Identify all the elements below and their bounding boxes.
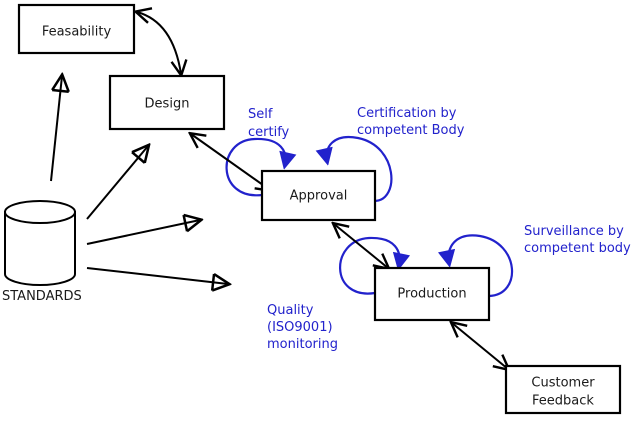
edge-feasability-design — [137, 12, 181, 74]
node-standards[interactable]: STANDARDS — [2, 200, 82, 304]
annotation-surveillance-line2: competent body — [524, 241, 631, 256]
annotation-self-certify-line1: Self — [248, 107, 273, 122]
loop-approval-certification — [326, 135, 393, 203]
edge-path — [334, 224, 388, 268]
node-box[interactable] — [108, 74, 226, 131]
edge-path — [137, 12, 181, 74]
edge-path — [86, 146, 148, 220]
annotation-quality-line2: (ISO9001) — [267, 320, 333, 335]
loop-path — [448, 234, 513, 298]
node-customer-feedback[interactable]: Customer Feedback — [504, 364, 622, 415]
node-production[interactable]: Production — [373, 266, 491, 322]
edge-path — [86, 220, 200, 245]
loop-path — [326, 135, 393, 203]
edge-path — [50, 76, 62, 182]
node-label-approval: Approval — [290, 189, 348, 204]
edge-standards-design — [86, 146, 148, 220]
node-feasability[interactable]: Feasability — [17, 3, 136, 55]
node-box[interactable] — [260, 169, 377, 222]
node-label-standards: STANDARDS — [2, 289, 82, 304]
edge-path — [86, 267, 228, 284]
cylinder-top[interactable] — [4, 200, 76, 224]
node-design[interactable]: Design — [108, 74, 226, 131]
node-label-design: Design — [145, 97, 190, 112]
annotation-certification-line1: Certification by — [357, 106, 457, 121]
annotation-self-certify: Self certify — [248, 107, 290, 140]
node-label-production: Production — [397, 287, 466, 302]
edge-standards-feasability — [50, 76, 62, 182]
edge-standards-production — [86, 267, 228, 284]
node-label-customer-feedback-line1: Customer — [531, 376, 595, 391]
annotation-self-certify-line2: certify — [248, 125, 290, 140]
edge-design-approval — [191, 134, 270, 190]
annotation-certification-line2: competent Body — [357, 123, 465, 138]
edge-approval-production — [334, 224, 388, 268]
node-label-customer-feedback-line2: Feedback — [532, 394, 594, 409]
annotation-certification-competent-body: Certification by competent Body — [357, 106, 465, 138]
node-box[interactable] — [373, 266, 491, 322]
edge-standards-approval — [86, 220, 200, 245]
loop-production-surveillance — [448, 234, 513, 298]
node-approval[interactable]: Approval — [260, 169, 377, 222]
edge-path — [191, 134, 270, 190]
annotation-quality-line1: Quality — [267, 303, 314, 318]
annotation-quality-monitoring: Quality (ISO9001) monitoring — [267, 303, 338, 352]
annotation-surveillance-competent-body: Surveillance by competent body — [524, 224, 631, 256]
node-label-feasability: Feasability — [42, 25, 112, 40]
annotation-quality-line3: monitoring — [267, 337, 338, 352]
edge-production-customer-feedback — [452, 323, 508, 369]
node-box[interactable] — [504, 364, 622, 415]
annotation-surveillance-line1: Surveillance by — [524, 224, 624, 239]
edge-path — [452, 323, 508, 369]
cylinder-body[interactable] — [4, 211, 76, 286]
node-box[interactable] — [17, 3, 136, 55]
